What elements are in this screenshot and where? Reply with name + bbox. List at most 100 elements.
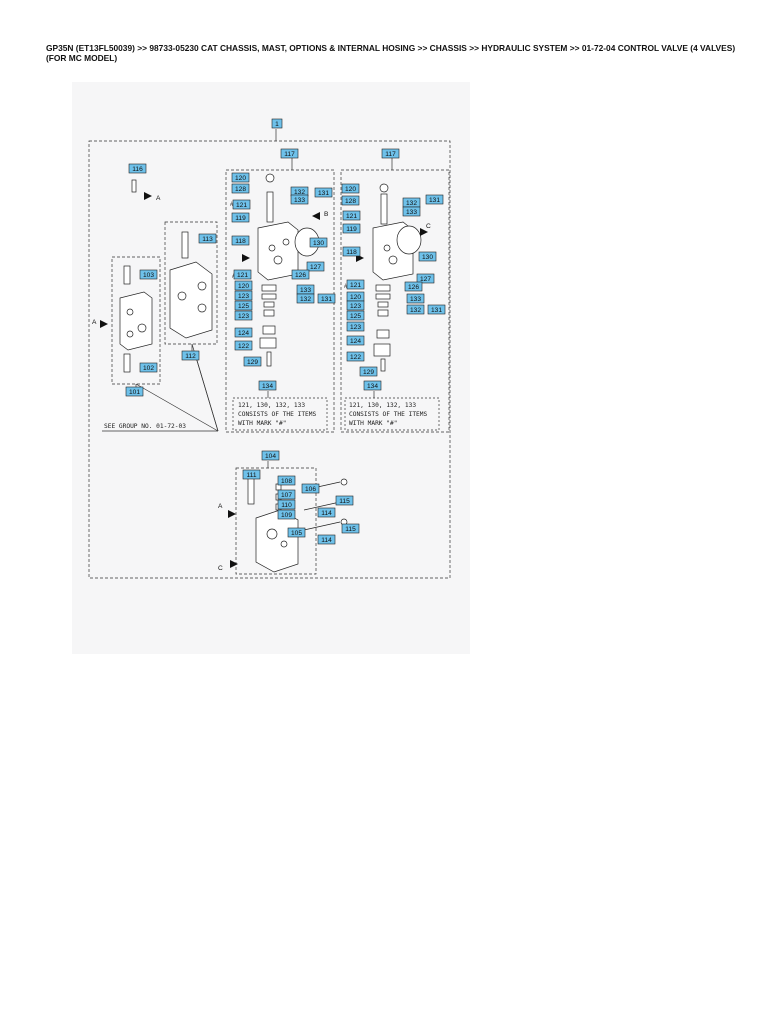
callout-box [290,194,309,205]
callout-c121: 121 [233,269,252,280]
callout-box [346,321,365,332]
callout-number: 116 [132,166,143,173]
callout-box [291,269,310,280]
kit-note-2-line3: WITH MARK "#" [349,420,397,427]
callout-c113: 113 [198,233,217,244]
kit-note-2-line1: 121, 130, 132, 133 [349,402,416,409]
callout-number: 120 [345,186,356,193]
callout-number: 132 [410,307,421,314]
kit-note-2-line2: CONSISTS OF THE ITEMS [349,411,428,418]
callout-number: 133 [406,209,417,216]
callout-box [404,281,423,292]
callout-number: 120 [238,283,249,290]
callout-number: 123 [238,313,249,320]
callout-c129: 129 [359,366,378,377]
callout-c128: 128 [231,183,250,194]
callout-c121: 121 [232,199,251,210]
kit-note-1-line3: WITH MARK "#" [238,420,286,427]
callout-c125: 125 [234,300,253,311]
callout-c106: 106 [301,483,320,494]
callout-number: 122 [238,343,249,350]
callout-c123: 123 [346,321,365,332]
callout-box [346,300,365,311]
callout-c133: 133 [296,284,315,295]
callout-c121: 121 [346,279,365,290]
callout-c114: 114 [317,534,336,545]
callout-number: 121 [350,282,361,289]
callout-c118: 118 [231,235,250,246]
callout-number: 130 [313,240,324,247]
callout-number: 133 [300,287,311,294]
callout-c110: 110 [277,499,296,510]
callout-number: 129 [363,369,374,376]
callout-box [346,279,365,290]
callout-c132: 132 [290,186,309,197]
callout-box [406,304,425,315]
callout-box [306,261,325,272]
callout-box [342,246,361,257]
callout-box [346,351,365,362]
callout-number: 127 [420,276,431,283]
callout-number: 117 [385,151,396,158]
callout-c133: 133 [402,206,421,217]
callout-box [406,293,425,304]
callout-number: 101 [129,389,140,396]
callout-c109: 109 [277,509,296,520]
callout-box [277,509,296,520]
callout-box [128,163,147,174]
callout-c123: 123 [346,300,365,311]
callout-number: 132 [294,189,305,196]
callout-number: 1 [275,121,279,128]
callout-c116: 116 [128,163,147,174]
callout-c112: 112 [181,350,200,361]
inlet-section-body [169,261,213,339]
callout-c134: 134 [363,380,382,391]
callout-box [341,183,360,194]
callout-number: 117 [284,151,295,158]
callout-number: 126 [295,272,306,279]
callout-number: 128 [345,198,356,205]
callout-box [181,350,200,361]
callout-number: 124 [238,330,249,337]
callout-number: 119 [346,226,357,233]
callout-box [346,335,365,346]
callout-c111: 111 [242,469,261,480]
kit-note-1-line2: CONSISTS OF THE ITEMS [238,411,317,418]
kit-note-1-line1: 121, 130, 132, 133 [238,402,305,409]
callout-c124: 124 [234,327,253,338]
callout-c118: 118 [342,246,361,257]
callout-number: 102 [143,365,154,372]
callout-box [139,362,158,373]
callout-c101: 101 [125,386,144,397]
callout-box [231,172,250,183]
callout-box [234,280,253,291]
callout-box [418,251,437,262]
outlet-section-frame [235,467,317,575]
callout-c134: 134 [258,380,277,391]
callout-c131: 131 [425,194,444,205]
callout-c114: 114 [317,507,336,518]
callout-box [232,199,251,210]
callout-c120: 120 [346,291,365,302]
callout-number: 108 [281,478,292,485]
callout-c117: 117 [280,148,299,159]
callout-c127: 127 [306,261,325,272]
callout-c130: 130 [418,251,437,262]
callout-number: 131 [321,296,332,303]
callout-c119: 119 [342,223,361,234]
callout-box [234,340,253,351]
end-cover-frame [111,256,161,385]
marker-c-bottom: C [218,565,223,572]
callout-c122: 122 [234,340,253,351]
callout-box [427,304,446,315]
callout-number: 115 [339,498,350,505]
callout-c115: 115 [335,495,354,506]
callout-number: 123 [238,293,249,300]
callout-c132: 132 [406,304,425,315]
callout-number: 103 [143,272,154,279]
callout-box [416,273,435,284]
marker-b: B [324,211,329,218]
callout-box [277,475,296,486]
callout-c120: 120 [231,172,250,183]
